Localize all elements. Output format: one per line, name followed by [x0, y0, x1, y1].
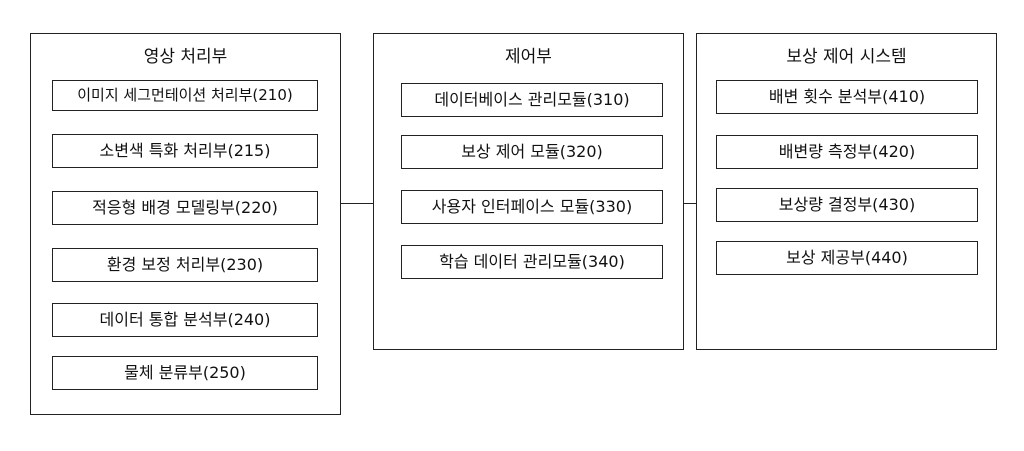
module-defecation-amount: 배변량 측정부(420) [716, 135, 978, 169]
module-reward-provision: 보상 제공부(440) [716, 241, 978, 275]
image-processing-group: 영상 처리부 이미지 세그먼테이션 처리부(210) 소변색 특화 처리부(21… [30, 33, 341, 415]
module-defecation-count: 배변 횟수 분석부(410) [716, 80, 978, 114]
reward-system-group: 보상 제어 시스템 배변 횟수 분석부(410) 배변량 측정부(420) 보상… [696, 33, 997, 350]
reward-system-title: 보상 제어 시스템 [786, 47, 907, 67]
module-data-integration: 데이터 통합 분석부(240) [52, 303, 318, 337]
connector-control-to-reward [684, 203, 697, 204]
module-adaptive-background: 적응형 배경 모델링부(220) [52, 191, 318, 225]
module-image-segmentation: 이미지 세그먼테이션 처리부(210) [52, 80, 318, 111]
image-processing-title: 영상 처리부 [143, 47, 228, 67]
module-reward-control: 보상 제어 모듈(320) [401, 135, 663, 169]
module-environment-correction: 환경 보정 처리부(230) [52, 248, 318, 282]
module-learning-data-management: 학습 데이터 관리모듈(340) [401, 245, 663, 279]
module-reward-amount: 보상량 결정부(430) [716, 188, 978, 222]
module-database-management: 데이터베이스 관리모듈(310) [401, 83, 663, 117]
module-user-interface: 사용자 인터페이스 모듈(330) [401, 190, 663, 224]
module-urine-color: 소변색 특화 처리부(215) [52, 134, 318, 168]
control-title: 제어부 [505, 47, 552, 67]
control-group: 제어부 데이터베이스 관리모듈(310) 보상 제어 모듈(320) 사용자 인… [373, 33, 684, 350]
module-object-classification: 물체 분류부(250) [52, 356, 318, 390]
connector-image-to-control [341, 203, 374, 204]
